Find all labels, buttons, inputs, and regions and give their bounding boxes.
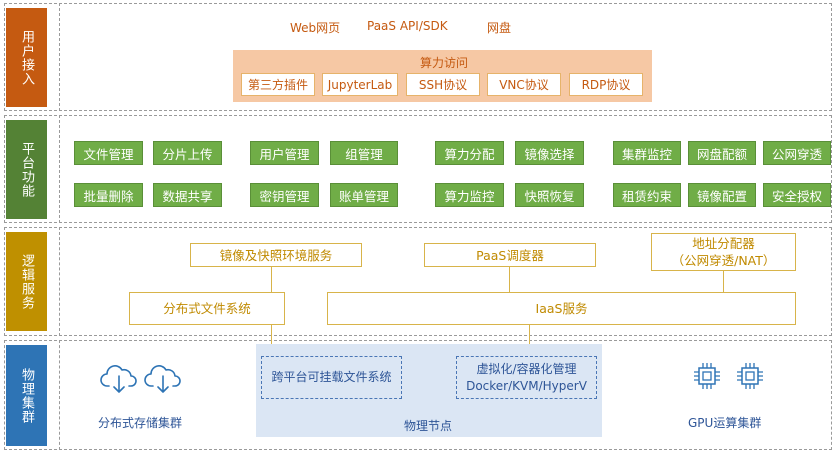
func-image-selection: 镜像选择 [515, 141, 584, 165]
physical-node-label: 物理节点 [404, 419, 453, 433]
func-netdisk-quota: 网盘配额 [688, 141, 756, 165]
connector-line [529, 325, 530, 357]
compute-item-rdp: RDP协议 [569, 73, 643, 96]
func-public-penetration: 公网穿透 [763, 141, 831, 165]
func-chunk-upload: 分片上传 [153, 141, 222, 165]
connector-line [509, 267, 510, 292]
layer-label-platform: 平台功能 [6, 120, 47, 219]
func-lease-constraint: 租赁约束 [613, 183, 681, 207]
storage-cluster-label: 分布式存储集群 [98, 416, 183, 430]
compute-access-title: 算力访问 [420, 56, 469, 70]
separator [59, 3, 60, 111]
access-netdisk: 网盘 [487, 21, 512, 35]
func-billing-management: 账单管理 [330, 183, 398, 207]
address-allocator: 地址分配器 （公网穿透/NAT） [651, 233, 796, 271]
layer-label-logic: 逻辑服务 [6, 232, 47, 331]
connector-line [271, 325, 272, 357]
distributed-file-system: 分布式文件系统 [129, 292, 285, 325]
func-security-auth: 安全授权 [763, 183, 831, 207]
virtualization-management: 虚拟化/容器化管理 Docker/KVM/HyperV [456, 356, 597, 399]
platform-band [4, 115, 832, 223]
address-allocator-title: 地址分配器 [692, 236, 755, 251]
func-file-management: 文件管理 [74, 141, 143, 165]
cloud-download-icon [144, 365, 181, 393]
func-batch-delete: 批量删除 [74, 183, 143, 207]
physical-band [4, 340, 832, 450]
func-image-config: 镜像配置 [688, 183, 756, 207]
chip-icon [694, 363, 720, 389]
func-cluster-monitoring: 集群监控 [613, 141, 681, 165]
func-user-management: 用户管理 [250, 141, 319, 165]
virtualization-subtitle: Docker/KVM/HyperV [466, 378, 587, 393]
virtualization-title: 虚拟化/容器化管理 [476, 361, 577, 376]
connector-line [723, 271, 724, 292]
logic-band [4, 227, 832, 336]
access-paas-api: PaaS API/SDK [367, 19, 448, 33]
layer-label-user-access: 用户接入 [6, 8, 47, 107]
image-snapshot-service: 镜像及快照环境服务 [190, 243, 362, 267]
access-web: Web网页 [290, 21, 341, 35]
chip-icon [737, 363, 763, 389]
connector-line [271, 267, 272, 292]
address-allocator-subtitle: （公网穿透/NAT） [671, 253, 776, 268]
compute-item-vnc: VNC协议 [487, 73, 561, 96]
func-key-management: 密钥管理 [250, 183, 319, 207]
separator [59, 340, 60, 450]
iaas-service: IaaS服务 [327, 292, 796, 325]
cross-platform-fs: 跨平台可挂载文件系统 [261, 356, 402, 399]
compute-item-plugin: 第三方插件 [241, 73, 315, 96]
func-compute-monitoring: 算力监控 [435, 183, 504, 207]
func-compute-allocation: 算力分配 [435, 141, 504, 165]
compute-item-ssh: SSH协议 [406, 73, 480, 96]
cloud-download-icon [100, 365, 137, 393]
gpu-cluster-label: GPU运算集群 [688, 416, 762, 430]
func-data-share: 数据共享 [153, 183, 222, 207]
layer-label-physical: 物理集群 [6, 345, 47, 446]
separator [59, 227, 60, 336]
paas-scheduler: PaaS调度器 [424, 243, 596, 267]
compute-item-jupyterlab: JupyterLab [322, 73, 398, 96]
separator [59, 115, 60, 223]
user-access-band [4, 3, 832, 111]
func-snapshot-restore: 快照恢复 [515, 183, 584, 207]
func-group-management: 组管理 [330, 141, 398, 165]
